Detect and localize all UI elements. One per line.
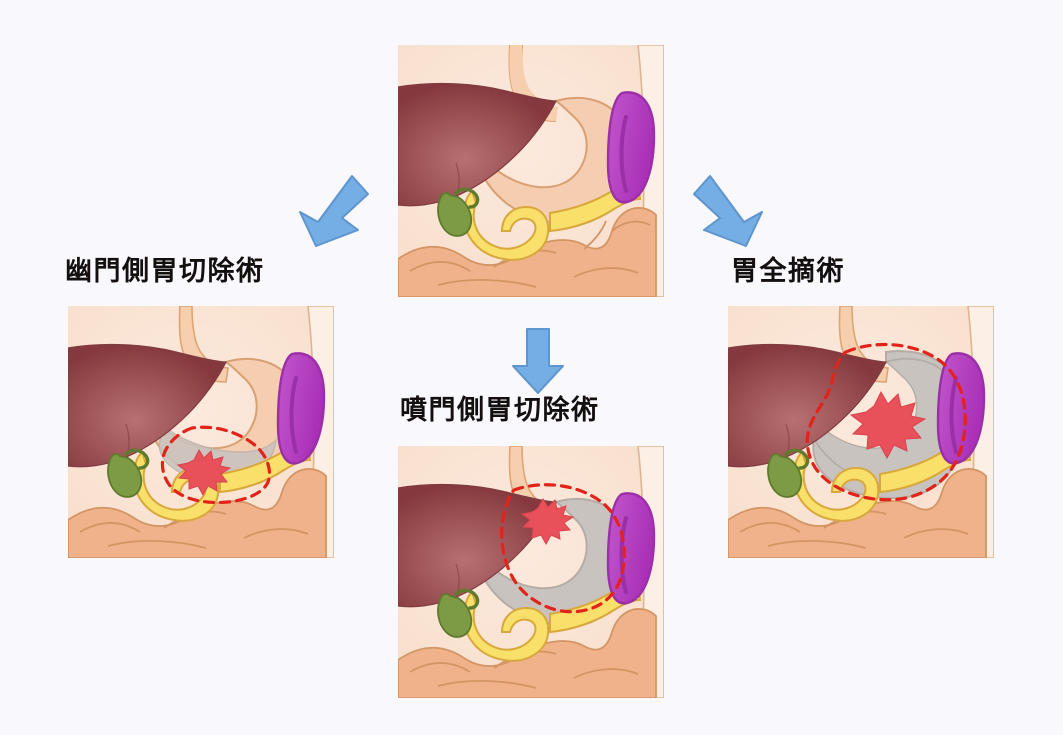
total-gastrectomy-label: 胃全摘術 [731,256,845,287]
proximal-gastrectomy-label: 噴門側胃切除術 [400,395,600,426]
tumor-icon [849,390,927,460]
arrow-down-right [692,172,772,254]
tumor-icon [520,498,575,546]
distal-gastrectomy-panel [68,306,334,558]
distal-gastrectomy-label: 幽門側胃切除術 [65,256,265,287]
arrow-down [510,326,566,396]
total-gastrectomy-panel [728,306,994,558]
normal-anatomy-panel [398,45,664,297]
arrow-down-left [290,172,370,254]
tumor-icon [176,448,232,497]
proximal-gastrectomy-panel [398,446,664,698]
